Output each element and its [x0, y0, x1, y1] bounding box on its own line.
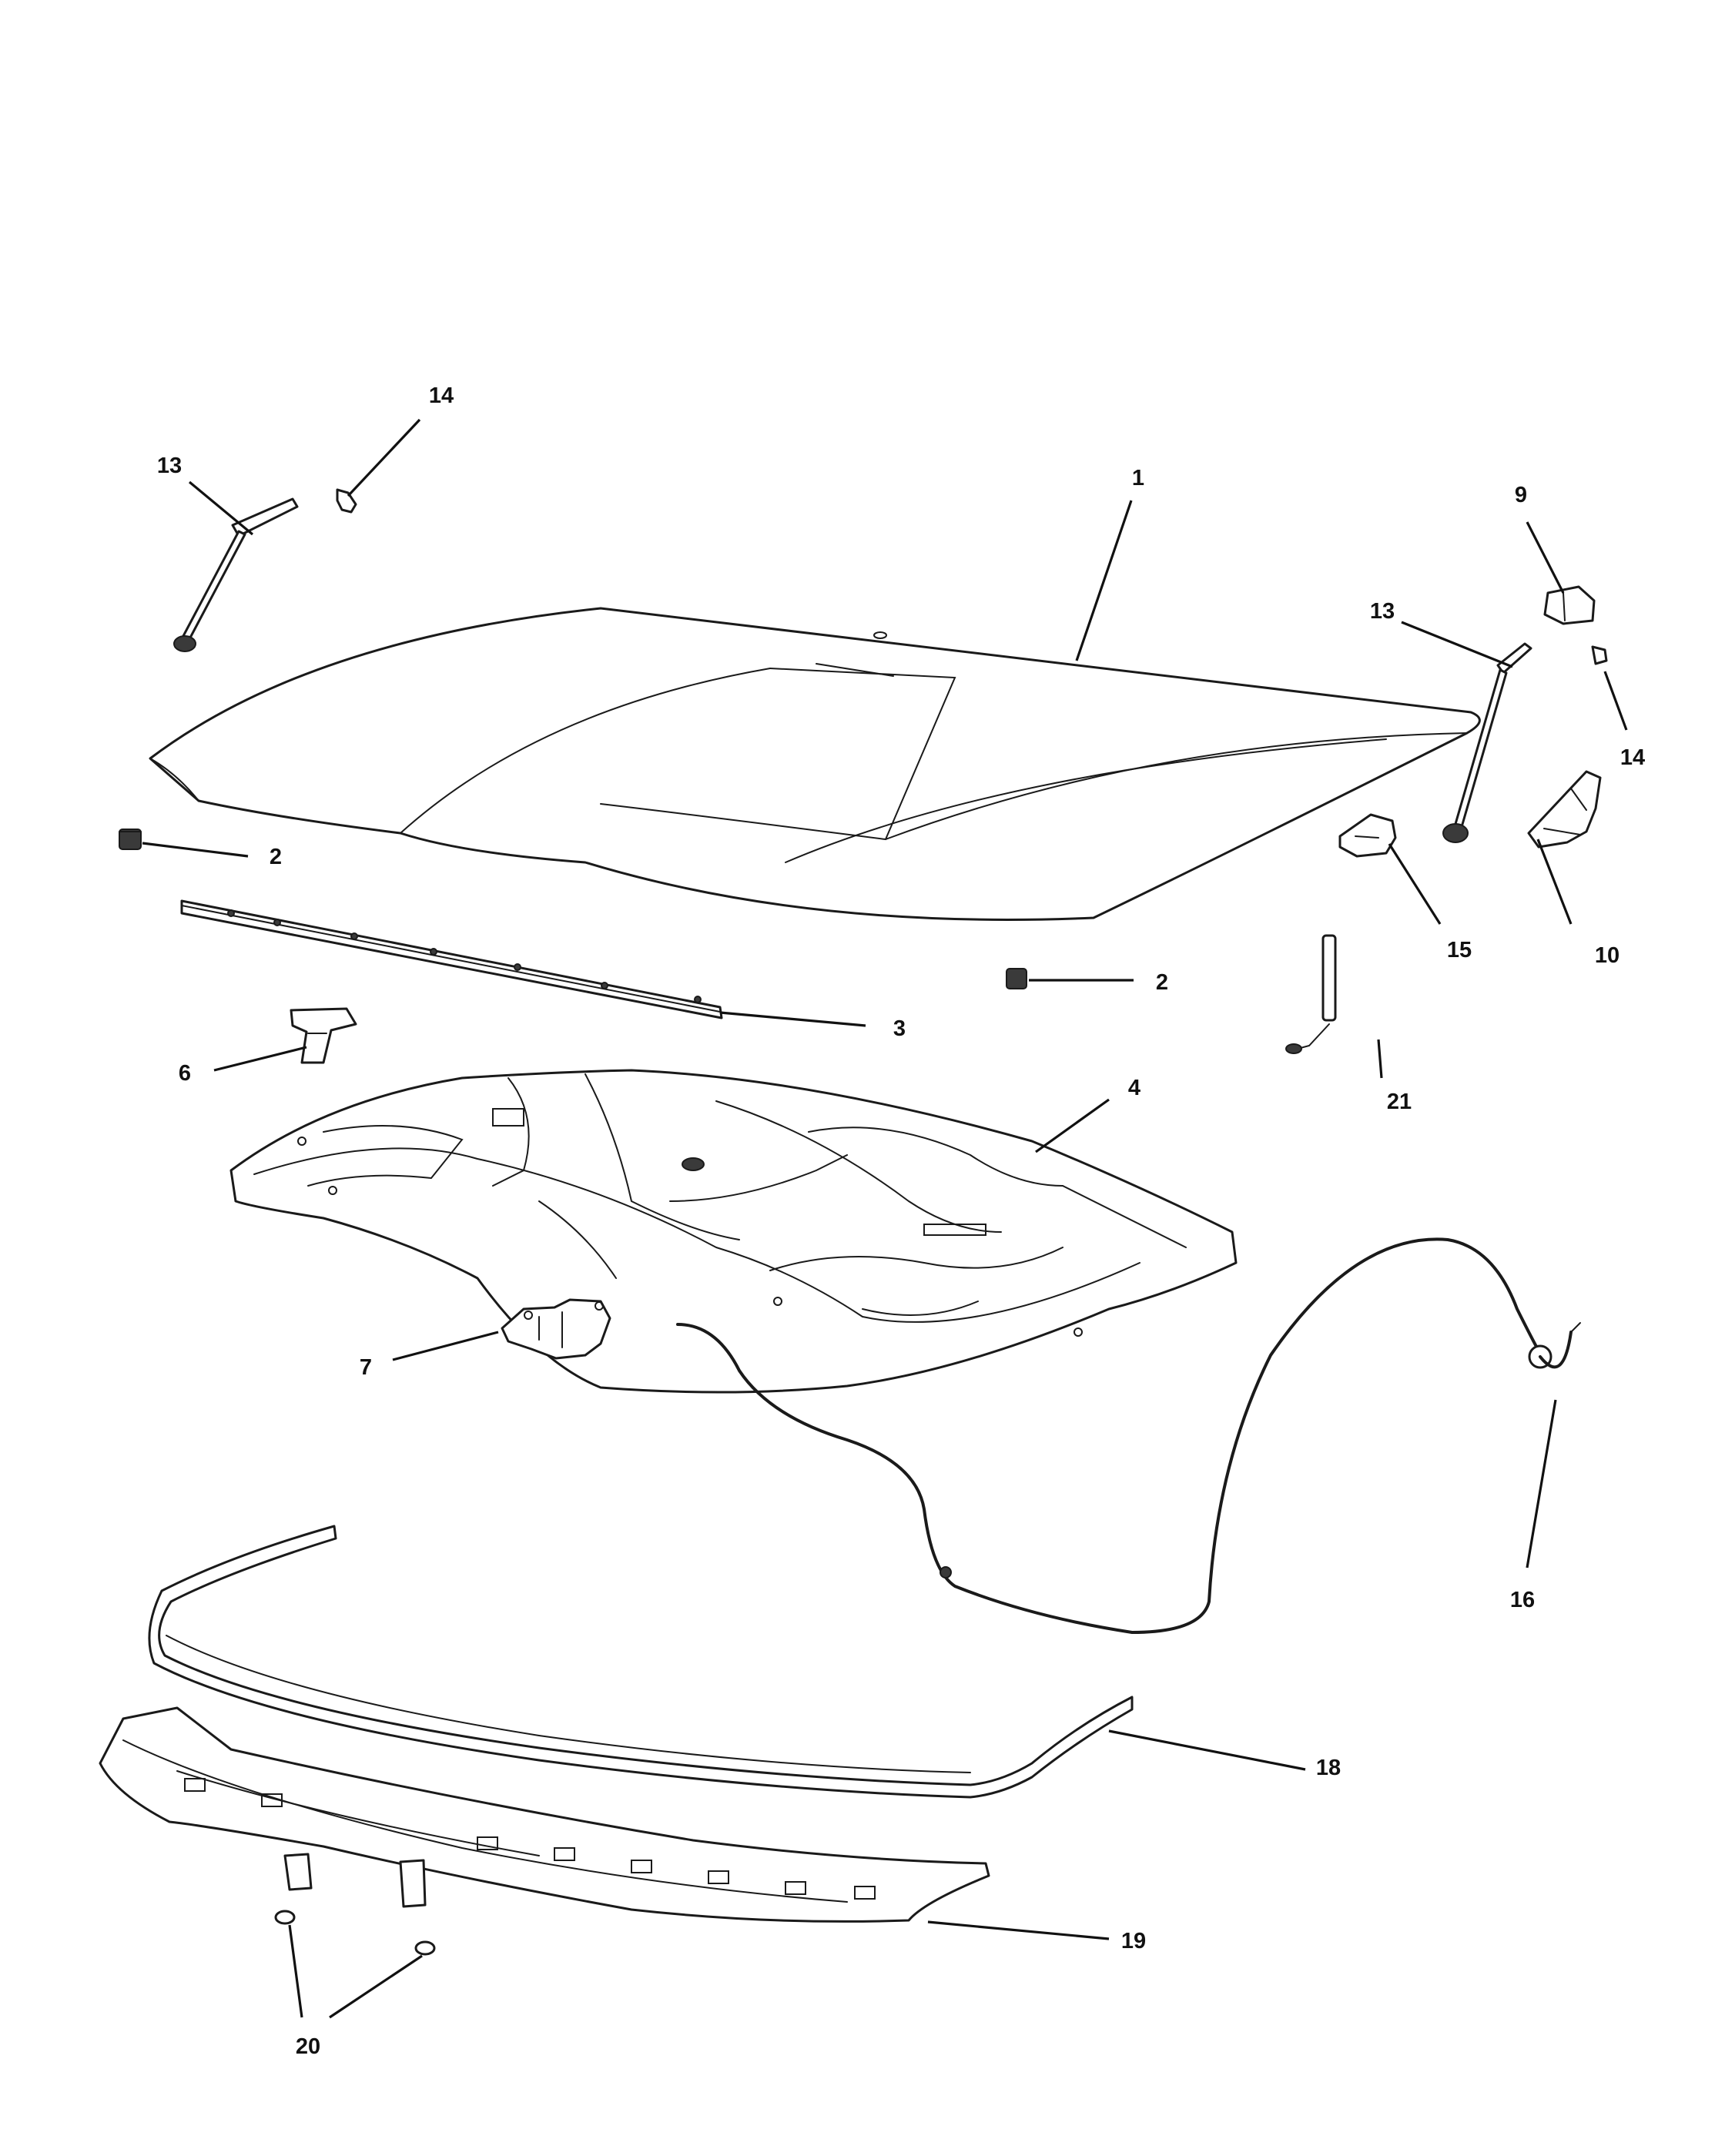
push-clip-left [274, 1910, 296, 1925]
hood-latch [501, 1298, 611, 1360]
callout-14b: 14 [1620, 745, 1645, 770]
callout-21: 21 [1387, 1090, 1412, 1114]
hood-bumper-right [1006, 968, 1027, 989]
front-seal [148, 1525, 1134, 1799]
callout-7: 7 [360, 1355, 372, 1380]
hood-seal-strip [180, 899, 723, 1019]
strut-clip-left [336, 488, 357, 514]
callout-13b: 13 [1370, 599, 1395, 624]
callout-labels: 1 2 2 3 4 6 7 9 10 13 13 14 14 15 16 18 … [157, 383, 1645, 2059]
grille-reinforcement [99, 1706, 990, 1923]
hood-panel [149, 607, 1481, 921]
callout-20: 20 [296, 2034, 320, 2059]
callout-10: 10 [1595, 943, 1619, 968]
callout-6: 6 [179, 1061, 191, 1086]
hood-release-cable [676, 1237, 1581, 1635]
callout-13a: 13 [157, 454, 182, 478]
push-clip-right [414, 1940, 436, 1956]
strut-clip-right [1591, 645, 1608, 665]
callout-19: 19 [1121, 1929, 1146, 1953]
hood-inner-panel [229, 1069, 1238, 1394]
callout-2b: 2 [1156, 970, 1168, 995]
callout-18: 18 [1316, 1756, 1341, 1780]
hood-hinge [1527, 770, 1602, 849]
hood-sensor [1285, 934, 1337, 1054]
callout-14a: 14 [429, 383, 454, 408]
hood-bumper-left [119, 829, 142, 850]
callout-3: 3 [893, 1016, 906, 1041]
callout-16: 16 [1510, 1588, 1535, 1612]
hood-strut-right [1442, 642, 1532, 843]
hinge-cap [1543, 585, 1596, 625]
callout-4: 4 [1128, 1076, 1141, 1100]
leader-lines [142, 418, 1628, 2019]
callout-2a: 2 [270, 845, 282, 869]
callout-9: 9 [1515, 483, 1527, 507]
hinge-bracket [1338, 813, 1397, 858]
callout-15: 15 [1447, 938, 1472, 962]
callout-1: 1 [1132, 466, 1144, 490]
hood-strut-left [173, 497, 299, 652]
latch-striker [290, 1007, 357, 1064]
